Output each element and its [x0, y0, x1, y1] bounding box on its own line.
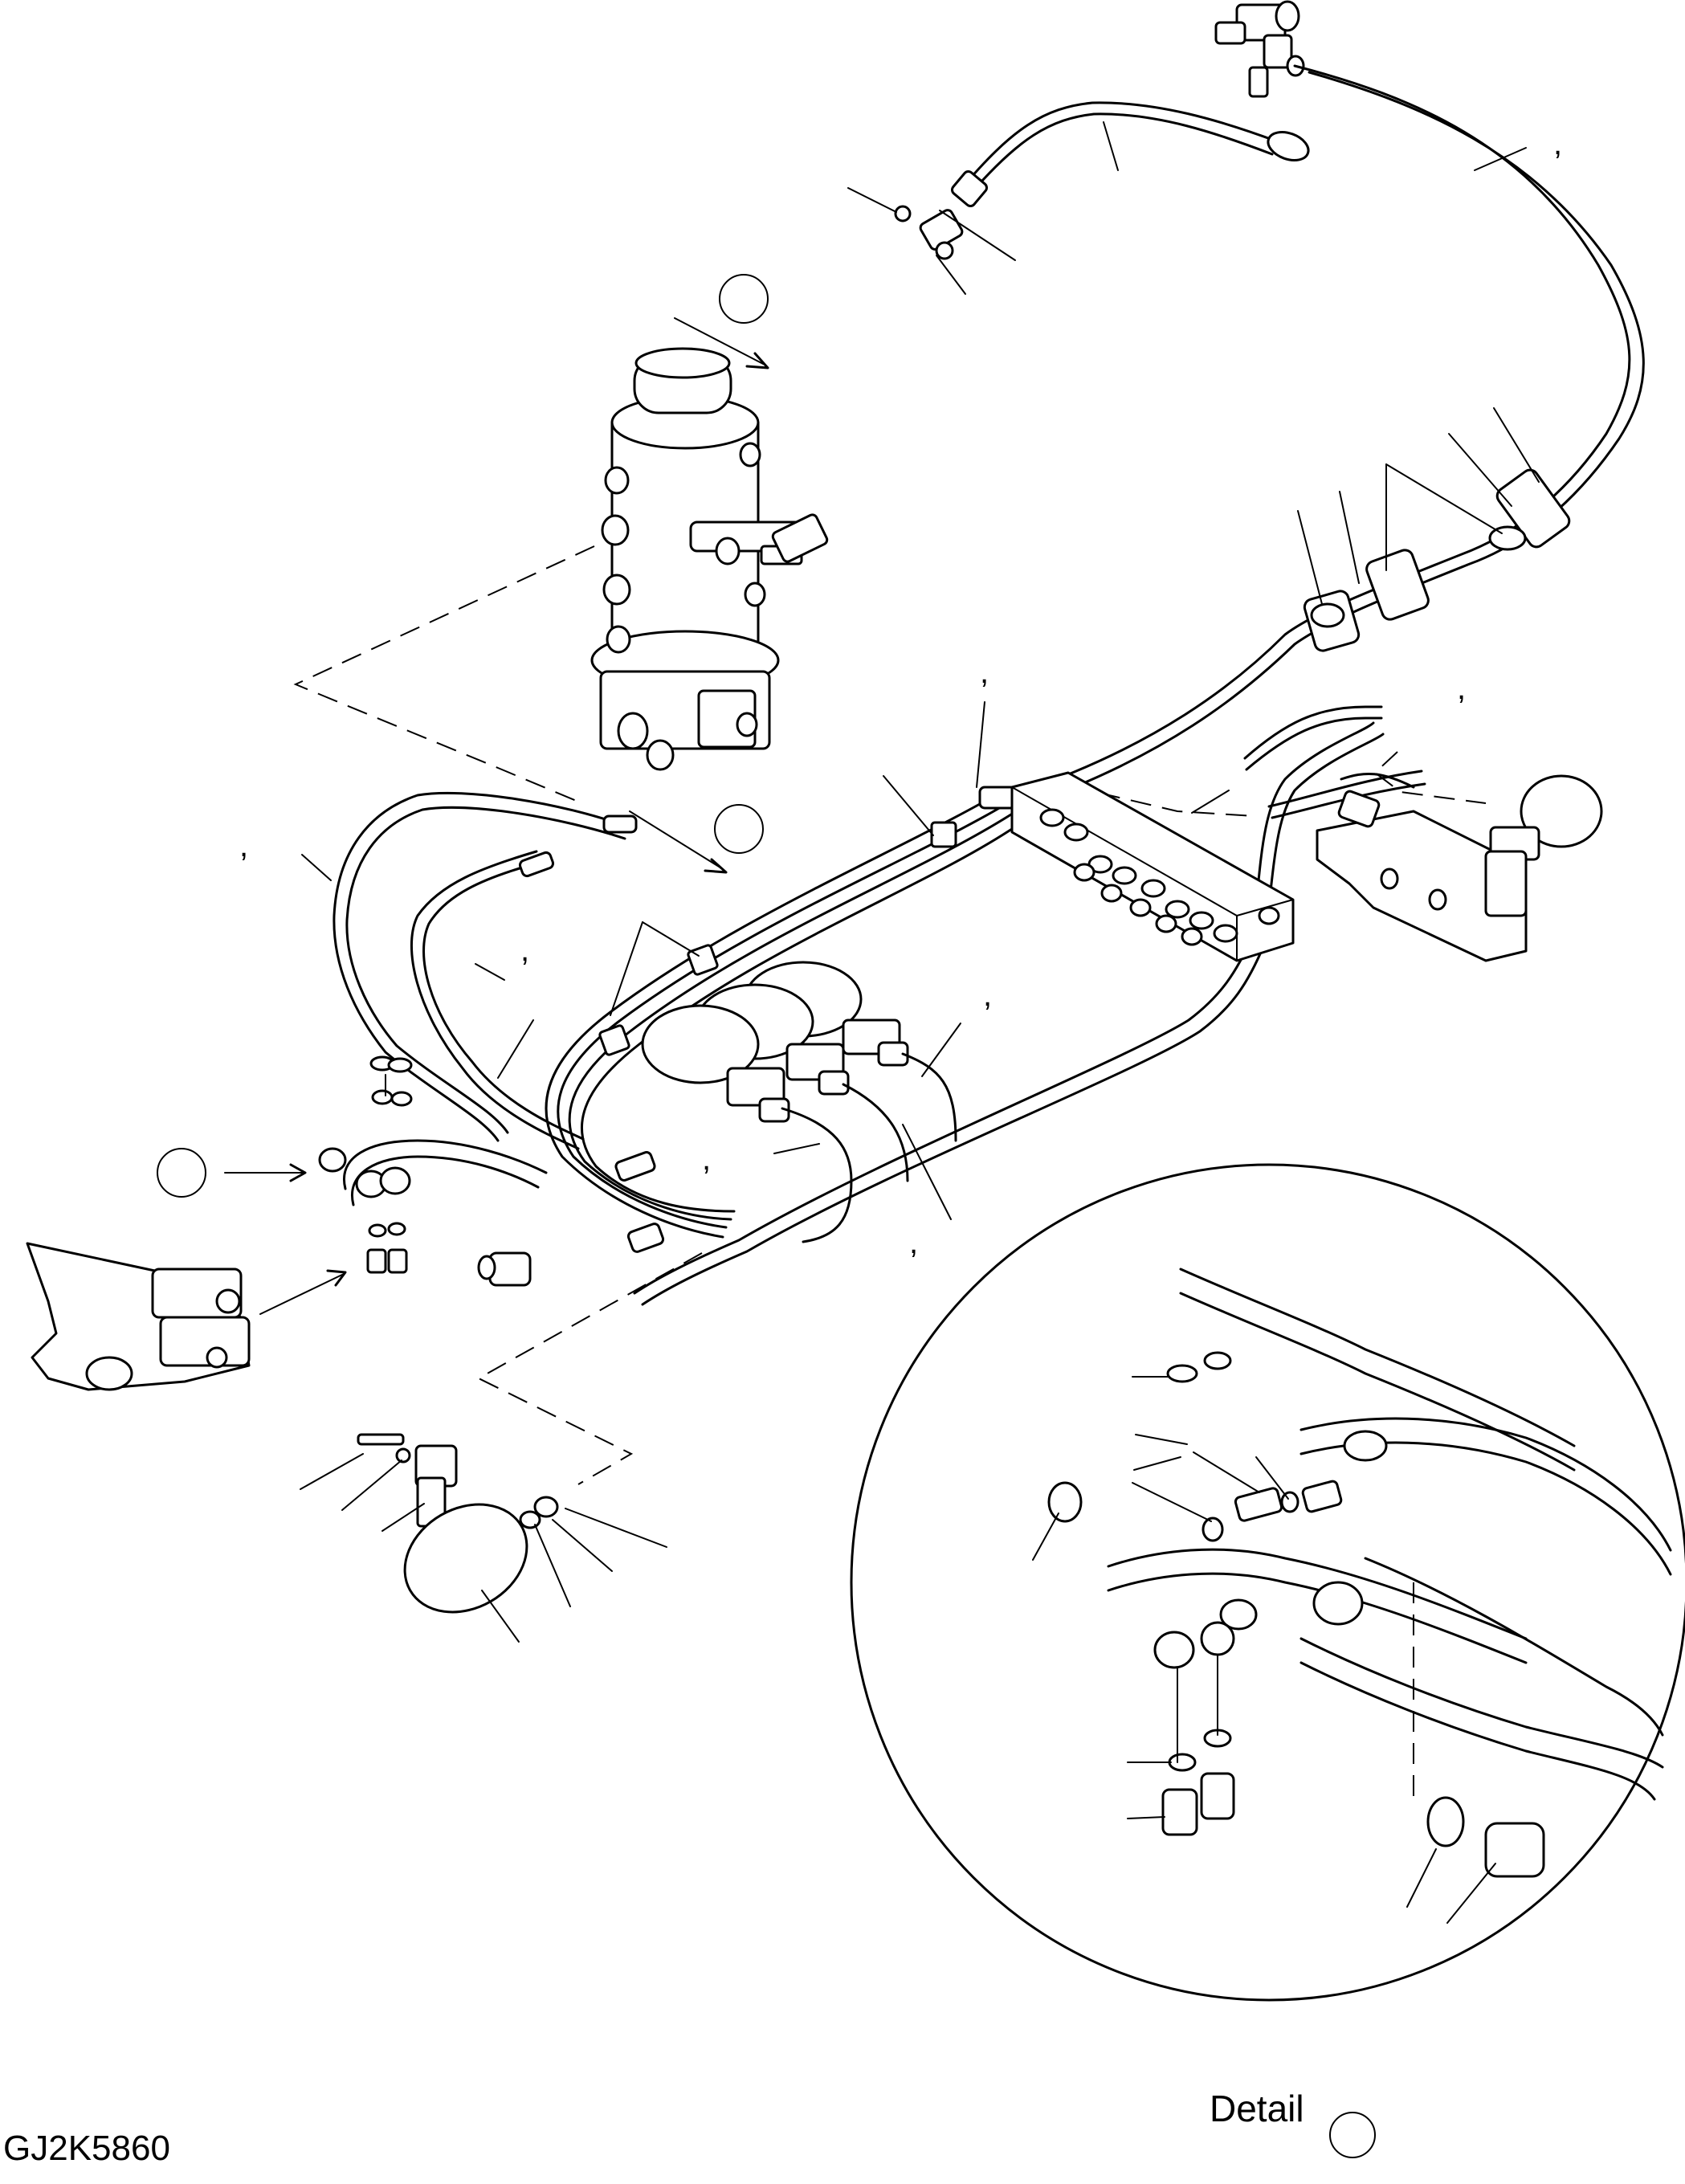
hose-loop-left — [301, 791, 638, 1150]
comma-mark: , — [980, 655, 989, 690]
dashed-leaders — [293, 545, 1487, 1799]
central-accumulators — [641, 961, 961, 1243]
long-pressure-hose — [1010, 64, 1645, 810]
comma-mark: , — [520, 933, 529, 968]
reference-arrows — [224, 317, 769, 1315]
comma-mark: , — [1457, 671, 1466, 706]
bottom-accumulator — [300, 1433, 667, 1643]
comma-mark: , — [702, 1141, 711, 1177]
top-valve-assembly — [1214, 0, 1305, 98]
comma-mark: , — [983, 978, 992, 1013]
left-fittings — [318, 1055, 548, 1287]
comma-marks: , , , , , , , , — [239, 126, 1562, 1260]
manifold-block — [1010, 771, 1295, 962]
reference-circles — [157, 274, 1376, 2158]
right-valve-assembly — [1243, 705, 1603, 962]
comma-mark: , — [1553, 126, 1562, 161]
main-hose-bundle — [545, 701, 1426, 1306]
upper-hose — [847, 101, 1310, 295]
comma-mark: , — [909, 1225, 918, 1260]
swivel-joint — [590, 347, 829, 771]
drawing-code: GJ2K5860 — [3, 2129, 170, 2168]
comma-mark: , — [239, 828, 248, 863]
left-valve-assembly — [26, 1242, 251, 1391]
detail-caption: Detail — [1210, 2088, 1304, 2129]
detail-view — [850, 1163, 1685, 2002]
